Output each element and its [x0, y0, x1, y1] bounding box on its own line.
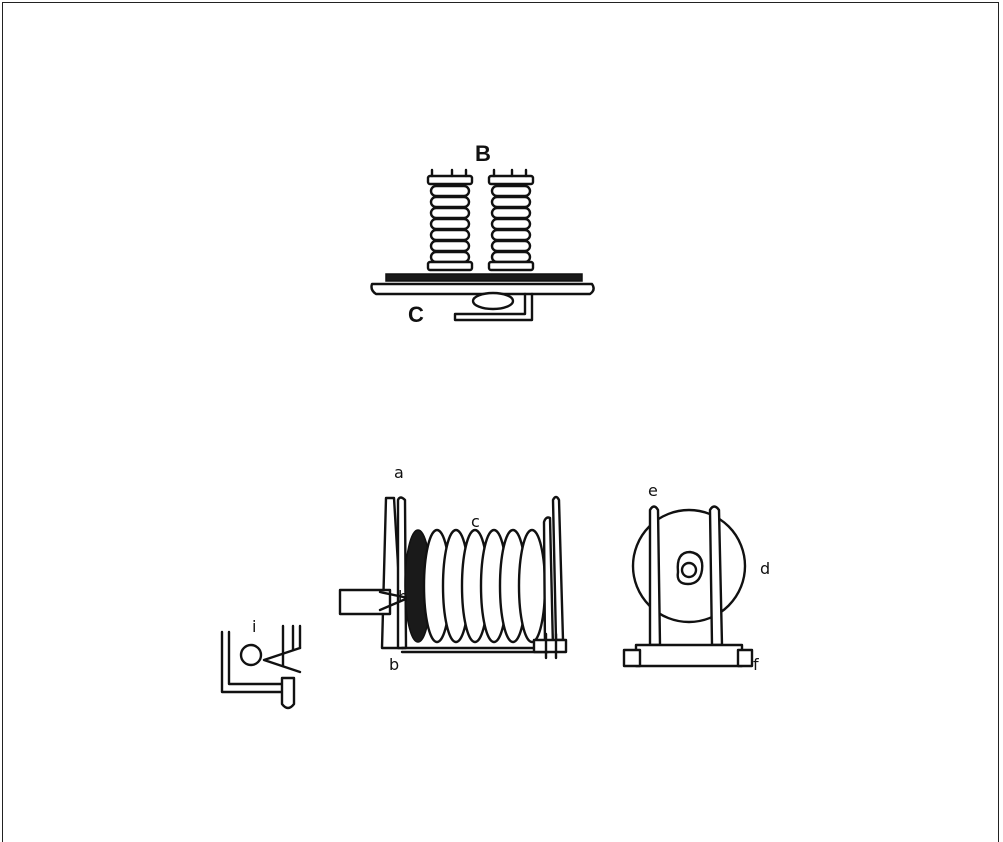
shaft	[338, 588, 392, 616]
coil-winding	[490, 184, 532, 198]
coil-winding	[429, 206, 471, 220]
label-c-top: C	[408, 302, 424, 327]
coil-winding	[429, 217, 471, 231]
post-right	[708, 505, 724, 647]
coil-winding	[490, 195, 532, 209]
coil-winding	[490, 206, 532, 220]
coil-ring	[517, 528, 547, 644]
screw	[532, 638, 568, 654]
coil-winding	[490, 250, 532, 264]
coil-winding	[429, 195, 471, 209]
label-h: h	[398, 587, 408, 606]
coil-winding	[490, 239, 532, 253]
right-post-inner	[542, 516, 555, 650]
label-b-top: B	[475, 141, 491, 166]
label-d: d	[760, 559, 770, 578]
label-c: c	[471, 512, 480, 531]
coil-winding	[490, 228, 532, 242]
toothed-plate	[370, 273, 595, 296]
pole-piece-a	[396, 496, 408, 650]
coil-pair-assembly	[370, 168, 595, 322]
label-i: i	[252, 617, 256, 636]
coil-winding	[429, 239, 471, 253]
coil-right	[487, 168, 535, 272]
coil-winding	[429, 250, 471, 264]
label-e: e	[648, 481, 658, 500]
coil-winding	[490, 217, 532, 231]
disc-end-view	[622, 505, 754, 668]
coil-left	[426, 168, 474, 272]
coil-frame-side-view	[338, 495, 568, 660]
label-f: f	[753, 655, 759, 674]
base-bracket	[453, 291, 534, 322]
coil-winding	[429, 184, 471, 198]
base-rail	[400, 646, 550, 654]
coil-rings	[404, 528, 547, 644]
hole	[239, 643, 263, 667]
label-a: a	[394, 463, 404, 482]
post-e	[648, 505, 662, 647]
coil-winding	[429, 228, 471, 242]
detail-i	[220, 624, 302, 710]
label-b: b	[389, 655, 399, 674]
disc-base	[634, 643, 744, 668]
right-post-outer	[551, 495, 565, 642]
